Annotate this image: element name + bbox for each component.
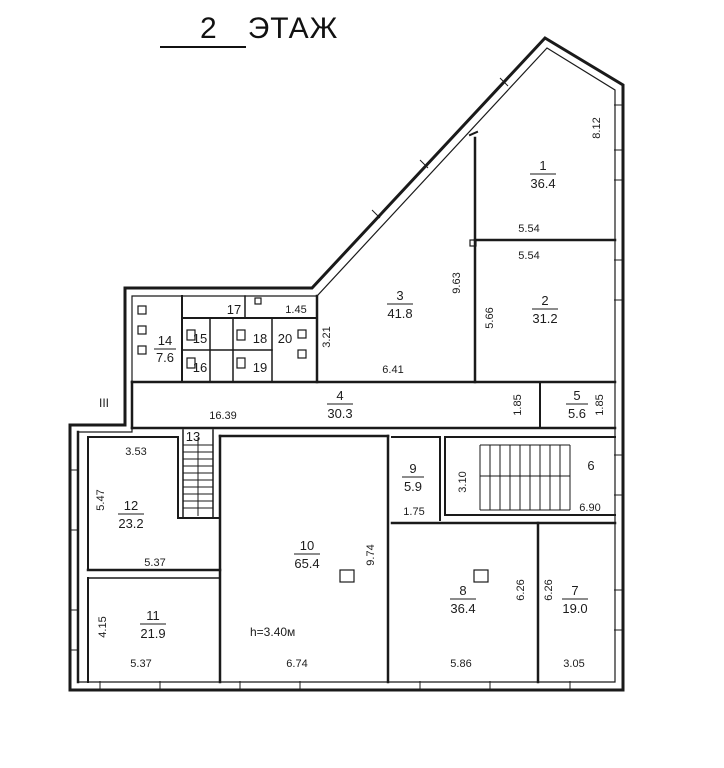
fixtures [137,239,489,583]
dimension-label: 4.15 [97,616,109,637]
room-5-area: 5.6 [568,406,586,421]
room-3-number: 3 [396,288,403,303]
stairs-6 [479,444,571,511]
room-10-area: 65.4 [294,556,319,571]
dimension-label: 3.05 [563,658,584,670]
room-19-number: 19 [253,360,267,375]
dimension-label: 8.12 [591,117,603,138]
window [419,159,429,169]
room-2-number: 2 [541,293,548,308]
sink-fixture [254,297,262,305]
wall [468,130,479,137]
room-17-number: 17 [227,302,241,317]
sink-fixture [297,349,307,359]
dimension-label: 6.26 [543,579,555,600]
dimension-label: 6.90 [579,502,600,514]
window [371,209,381,219]
room-20-number: 20 [278,331,292,346]
room-2-area: 31.2 [532,311,557,326]
column-marker [473,569,489,583]
floor-number: 2 [160,12,246,48]
room-11-area: 21.9 [140,626,165,641]
dimension-label: 9.63 [451,272,463,293]
room-16-number: 16 [193,360,207,375]
dimension-label: 1.85 [512,394,524,415]
stairs-13 [183,438,213,516]
dimension-label: 5.66 [484,307,496,328]
column-marker [469,239,477,247]
toilet-fixture [186,329,196,341]
room-12-number: 12 [124,498,138,513]
floor-word: ЭТАЖ [247,12,339,45]
toilet-fixture [236,329,246,341]
room-4-area: 30.3 [327,406,352,421]
room-15-number: 15 [193,331,207,346]
dimension-label: 6.74 [286,658,307,670]
room-7-area: 19.0 [562,601,587,616]
room-18-number: 18 [253,331,267,346]
outer-wall-inner [77,47,616,683]
sink-fixture [137,325,147,335]
room-1-number: 1 [539,158,546,173]
room-1-area: 36.4 [530,176,555,191]
outer-wall [68,36,625,692]
room-10-number: 10 [300,538,314,553]
sink-fixture [137,345,147,355]
dimension-label: 5.86 [450,658,471,670]
dimension-label: 3.21 [321,326,333,347]
sink-fixture [137,305,147,315]
room-9-area: 5.9 [404,479,422,494]
room-11-number: 11 [146,608,160,623]
dimension-label: 16.39 [209,410,237,422]
room-4-number: 4 [336,388,343,403]
room-14-area: 7.6 [156,350,174,365]
window [499,77,509,87]
dimension-label: 5.54 [518,250,539,262]
room-13-number: 13 [186,429,200,444]
dimension-label: 5.37 [130,658,151,670]
room-8-number: 8 [459,583,466,598]
room-7-number: 7 [571,583,578,598]
sink-fixture [297,329,307,339]
room-12-area: 23.2 [118,516,143,531]
dimension-label: 3.53 [125,446,146,458]
column-marker [339,569,355,583]
room-3-area: 41.8 [387,306,412,321]
ceiling-height-note: h=3.40м [250,625,295,639]
toilet-fixture [236,357,246,369]
room-8-area: 36.4 [450,601,475,616]
room-6-number: 6 [587,458,594,473]
dimension-label: 1.75 [403,506,424,518]
room-14-number: 14 [158,333,172,348]
room-9-number: 9 [409,461,416,476]
dimension-label: 5.54 [518,223,539,235]
room-5-number: 5 [573,388,580,403]
windows [69,77,624,691]
dimension-label: 5.37 [144,557,165,569]
dimension-label: 1.85 [594,394,606,415]
dimension-label: 6.41 [382,364,403,376]
dimension-label: 1.45 [285,304,306,316]
dimension-label: 3.10 [457,471,469,492]
toilet-fixture [186,357,196,369]
dimension-label: 9.74 [365,544,377,565]
dimension-label: 6.26 [515,579,527,600]
dimension-label: 5.47 [95,489,107,510]
section-mark: III [99,396,109,410]
